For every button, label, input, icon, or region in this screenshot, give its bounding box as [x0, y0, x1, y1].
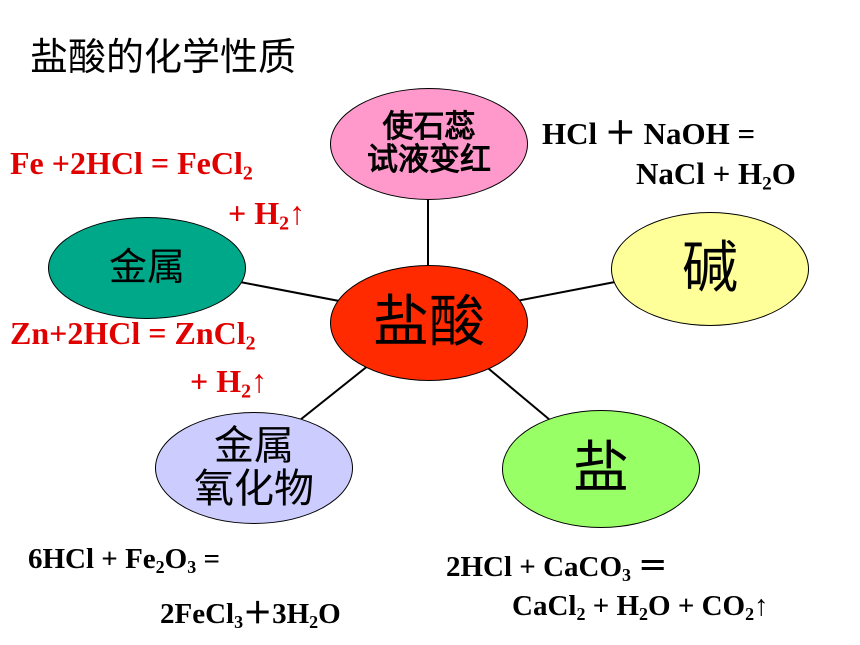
equation-caco3-line1: 2HCl + CaCO3 ＝ [446, 551, 668, 586]
node-indicator: 使石蕊 试液变红 [330, 88, 528, 200]
equation-naoh-line2: NaCl + H2O [636, 156, 796, 195]
node-indicator-line1: 使石蕊 [382, 108, 476, 145]
page-title: 盐酸的化学性质 [30, 35, 297, 79]
equation-zn-line2: + H2↑ [190, 363, 268, 403]
node-salt-label: 盐 [573, 435, 629, 501]
equation-fe2o3-line2: 2FeCl3＋3H2O [160, 598, 341, 633]
equation-fe2o3-line1: 6HCl + Fe2O3 = [28, 543, 220, 578]
node-center-label: 盐酸 [373, 289, 485, 355]
node-metal-oxide-line1: 金属 [214, 422, 294, 469]
node-base: 碱 [611, 212, 809, 326]
node-base-label: 碱 [682, 235, 738, 301]
node-metal: 金属 [48, 217, 246, 319]
node-metal-oxide: 金属 氧化物 [155, 412, 353, 524]
equation-fe-line2: + H2↑ [228, 195, 306, 235]
node-metal-oxide-line2: 氧化物 [194, 466, 314, 512]
equation-caco3-line2: CaCl2 + H2O + CO2↑ [512, 590, 769, 625]
equation-fe-line1: Fe +2HCl = FeCl2 [10, 145, 253, 185]
equation-naoh-line1: HCl ＋ NaOH = [542, 116, 756, 151]
node-indicator-line2: 试液变红 [367, 142, 491, 178]
node-center: 盐酸 [330, 265, 528, 381]
equation-zn-line1: Zn+2HCl = ZnCl2 [10, 315, 256, 355]
node-salt: 盐 [502, 410, 700, 528]
node-metal-label: 金属 [108, 245, 185, 290]
